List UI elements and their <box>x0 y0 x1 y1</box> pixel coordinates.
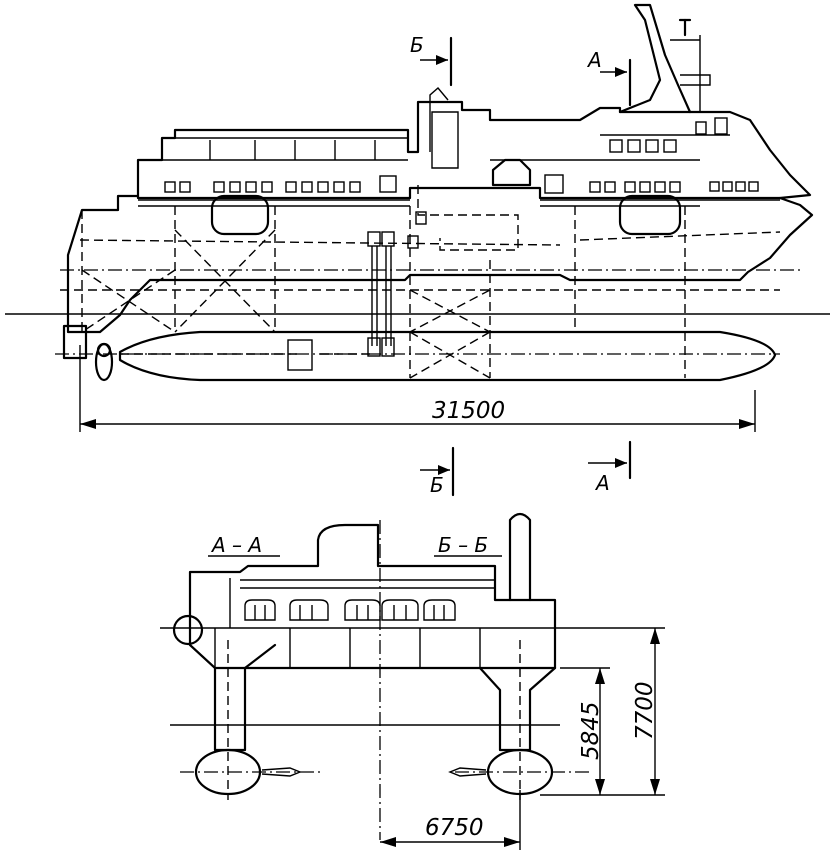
dim-hull-spacing: 6750 <box>425 815 484 841</box>
side-elevation: 31500 Б А Б А <box>5 3 830 497</box>
cross-section-view: А – А Б – Б 5845 7700 6750 <box>160 512 665 850</box>
rudder <box>62 324 88 360</box>
svg-text:А: А <box>594 471 610 495</box>
section-bb-label: Б – Б <box>438 533 488 557</box>
section-marker-b-top: Б <box>410 33 453 87</box>
dim-length: 31500 <box>432 398 505 424</box>
upper-hull <box>66 186 814 334</box>
section-deck <box>188 523 557 670</box>
dim-height: 7700 <box>632 681 658 740</box>
submerged-hull <box>118 330 777 382</box>
section-marker-b-bottom: Б <box>420 446 455 497</box>
left-strut <box>188 643 277 752</box>
svg-text:Б: Б <box>430 473 444 497</box>
section-mast <box>508 512 532 602</box>
mast <box>618 3 692 114</box>
window-row-upper <box>164 117 759 194</box>
side-opening-aft <box>210 194 270 236</box>
superstructure <box>136 100 812 200</box>
svg-text:Б: Б <box>410 33 424 57</box>
section-aa-label: А – А <box>210 533 262 557</box>
section-marker-a-top: А <box>586 48 632 107</box>
svg-text:А: А <box>586 48 602 72</box>
dim-draft: 5845 <box>578 701 604 760</box>
section-marker-a-bottom: А <box>588 440 632 495</box>
right-strut <box>478 666 557 752</box>
seats-row <box>244 599 456 621</box>
side-opening-fwd <box>618 194 682 236</box>
drive-shafts <box>367 211 427 357</box>
